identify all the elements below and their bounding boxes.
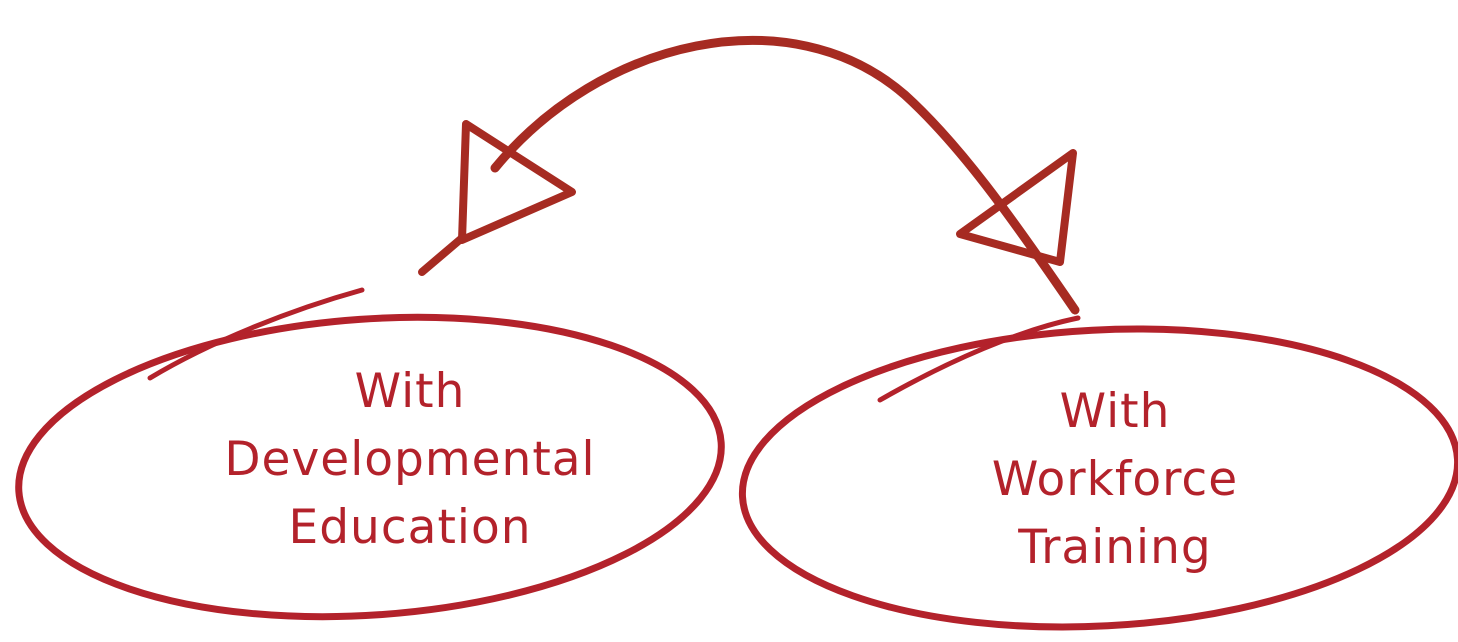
arrowhead-left-tail [418, 234, 466, 276]
node-label-line: Education [288, 500, 532, 555]
node-label-line: With [1059, 384, 1171, 439]
node-ellipse-left-stroke [147, 287, 365, 381]
node-label-line: Workforce [991, 452, 1239, 507]
node-ellipse-right-stroke [877, 315, 1081, 403]
node-label-line: With [354, 364, 466, 419]
arrowhead-right-icon [956, 149, 1077, 266]
node-label-line: Developmental [224, 432, 596, 487]
node-label-workforce-training: With Workforce Training [880, 378, 1350, 582]
node-label-developmental-education: With Developmental Education [130, 358, 690, 562]
arrowhead-left-icon [458, 120, 576, 244]
node-label-line: Training [1018, 520, 1212, 575]
connector-curve [490, 36, 1080, 315]
node-ellipse-left [15, 313, 725, 621]
